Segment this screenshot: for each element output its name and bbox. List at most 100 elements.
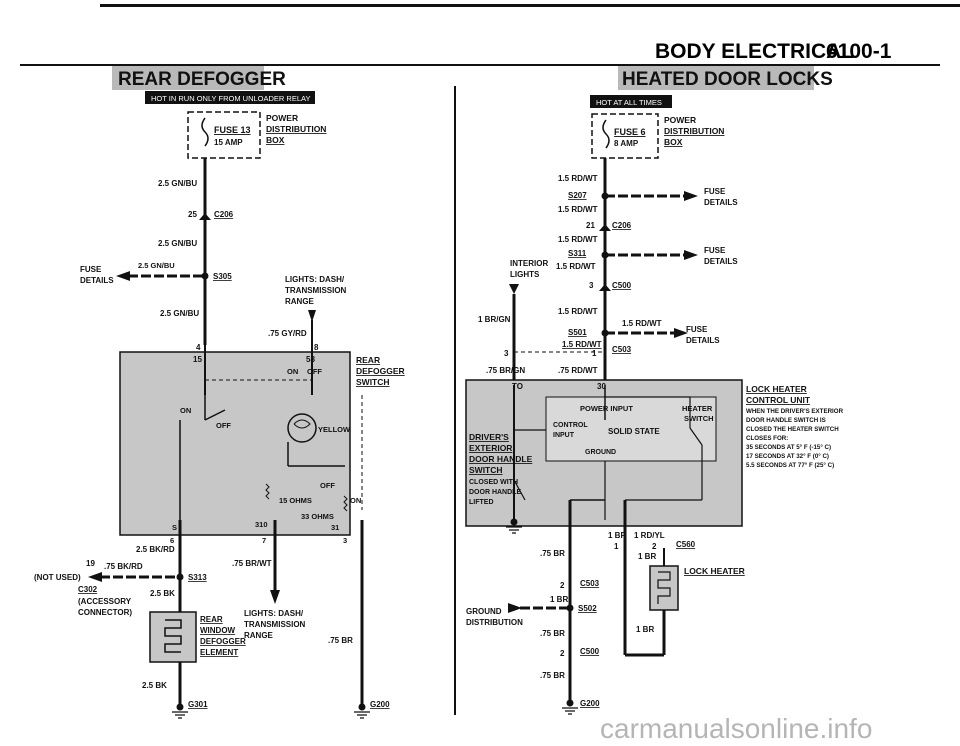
heated-g200: G200	[580, 699, 600, 708]
rear-g200-symbol	[354, 711, 370, 719]
rear-pin-s: S	[172, 523, 177, 532]
rear-switch-box	[119, 351, 351, 536]
heated-w-1br3: 1 BR	[550, 595, 568, 604]
heated-control-1: CONTROL	[553, 422, 588, 429]
heated-drivers-3: DOOR HANDLE	[469, 454, 533, 464]
rear-pin-58: 58	[306, 355, 315, 364]
heated-w-075br-c: .75 BR	[540, 671, 565, 680]
rear-fuse-details-arrow	[116, 271, 130, 281]
rear-c302: C302	[78, 585, 98, 594]
rear-off-left: OFF	[216, 421, 231, 430]
heated-s502: S502	[578, 604, 597, 613]
rear-not-used: (NOT USED)	[34, 573, 81, 582]
heated-fuse-rating: 8 AMP	[614, 139, 639, 148]
heated-pdb-3: BOX	[664, 137, 683, 147]
rear-element-1: REAR	[200, 615, 223, 624]
rear-on-left: ON	[180, 406, 191, 415]
heated-drivers-2: EXTERIOR	[469, 443, 512, 453]
heated-w-1br: 1 BR	[608, 531, 626, 540]
rear-pdb-1: POWER	[266, 113, 298, 123]
heated-heater-sw-1: HEATER	[682, 404, 713, 413]
heated-w6: 1.5 RD/WT	[622, 319, 662, 328]
rear-element-3: DEFOGGER	[200, 637, 246, 646]
rear-pin-c206: 25	[188, 210, 197, 219]
rear-g301-symbol	[172, 711, 188, 719]
rear-element-grid	[164, 619, 182, 653]
rear-fuse-details-2: DETAILS	[80, 276, 114, 285]
heated-s311: S311	[568, 249, 587, 258]
heated-banner: HOT AT ALL TIMES	[596, 98, 662, 107]
rear-fuse-details-1: FUSE	[80, 265, 102, 274]
heated-w-brgn2: .75 BR/GN	[486, 366, 525, 375]
heated-heater-sw-2: SWITCH	[684, 414, 714, 423]
rear-pin-8: 8	[314, 343, 319, 352]
rear-wire-gyrd: .75 GY/RD	[268, 329, 307, 338]
heated-unit-desc-3: CLOSED THE HEATER SWITCH	[746, 426, 839, 433]
heated-unit-desc-1: WHEN THE DRIVER'S EXTERIOR	[746, 408, 844, 415]
heated-pdb-1: POWER	[664, 115, 696, 125]
rear-defogger-section: REAR DEFOGGER HOT IN RUN ONLY FROM UNLOA…	[34, 66, 405, 719]
heated-fd2-1: FUSE	[704, 246, 726, 255]
rear-lights-dash-3: RANGE	[285, 297, 315, 306]
rear-banner: HOT IN RUN ONLY FROM UNLOADER RELAY	[151, 94, 310, 103]
heated-interior-arrow	[509, 284, 519, 294]
heated-closed-2: DOOR HANDLE	[469, 489, 521, 496]
watermark: carmanualsonline.info	[600, 713, 872, 744]
rear-lights-dash-1: LIGHTS: DASH/	[285, 275, 345, 284]
heated-fd1-2: DETAILS	[704, 198, 738, 207]
heated-closed-1: CLOSED WITH	[469, 479, 518, 486]
heated-w5: 1.5 RD/WT	[558, 307, 598, 316]
rear-element-4: ELEMENT	[200, 648, 238, 657]
heated-drivers-4: SWITCH	[469, 465, 503, 475]
rear-pdb-3: BOX	[266, 135, 285, 145]
heated-fd3-1: FUSE	[686, 325, 708, 334]
rear-wire-mid: 2.5 GN/BU	[158, 239, 197, 248]
heated-w-075br-b: .75 BR	[540, 629, 565, 638]
rear-g200-dot	[358, 703, 366, 711]
heated-c503: C503	[612, 345, 632, 354]
rear-pin-31: 31	[331, 523, 339, 532]
heated-solid-state: SOLID STATE	[608, 427, 660, 436]
rear-fuse-box	[187, 111, 261, 159]
rear-s313-dot	[176, 573, 184, 581]
rear-switch-label-2: DEFOGGER	[356, 366, 405, 376]
rear-pdb-2: DISTRIBUTION	[266, 124, 326, 134]
rear-switch-pole	[204, 409, 226, 421]
rear-s313: S313	[188, 573, 207, 582]
rear-yellow: YELLOW	[318, 425, 351, 434]
heated-c503b: C503	[580, 579, 600, 588]
heated-s501: S501	[568, 328, 587, 337]
rear-pin-7: 7	[262, 536, 266, 545]
rear-accessory-1: (ACCESSORY	[78, 597, 132, 606]
rear-defogger-title: REAR DEFOGGER	[118, 69, 286, 90]
heated-switch-blade	[689, 427, 703, 446]
rear-c206-connector	[199, 213, 211, 220]
rear-element-box	[149, 611, 197, 663]
heated-interior-1: INTERIOR	[510, 259, 548, 268]
header-rule	[20, 64, 940, 66]
heated-unit-desc-4: CLOSES FOR:	[746, 435, 788, 442]
heated-fd3-2: DETAILS	[686, 336, 720, 345]
heated-w3: 1.5 RD/WT	[558, 235, 598, 244]
heated-c500-connector	[599, 284, 611, 291]
rear-pin-310: 310	[255, 520, 268, 529]
heated-locks-section: HEATED DOOR LOCKS HOT AT ALL TIMES FUSE …	[465, 66, 844, 715]
heated-s501-dot	[601, 329, 609, 337]
rear-lights-arrow	[308, 310, 316, 322]
rear-pin-6: 6	[170, 536, 174, 545]
heated-s207: S207	[568, 191, 587, 200]
heated-ground-dist-1: GROUND	[466, 607, 502, 616]
heated-w2: 1.5 RD/WT	[558, 205, 598, 214]
rear-c206: C206	[214, 210, 234, 219]
rear-wire-lower: 2.5 GN/BU	[160, 309, 199, 318]
rear-on-top: ON	[287, 367, 298, 376]
heated-s502-dot	[566, 604, 574, 612]
rear-wire-top: 2.5 GN/BU	[158, 179, 197, 188]
rear-wire-25bk: 2.5 BK	[150, 589, 175, 598]
heated-s311-dot	[601, 251, 609, 259]
heated-closed-3: LIFTED	[469, 499, 494, 506]
heated-w1: 1.5 RD/WT	[558, 174, 598, 183]
heated-w-1rdyl: 1 RD/YL	[634, 531, 665, 540]
page-number: 6100-1	[826, 40, 892, 63]
